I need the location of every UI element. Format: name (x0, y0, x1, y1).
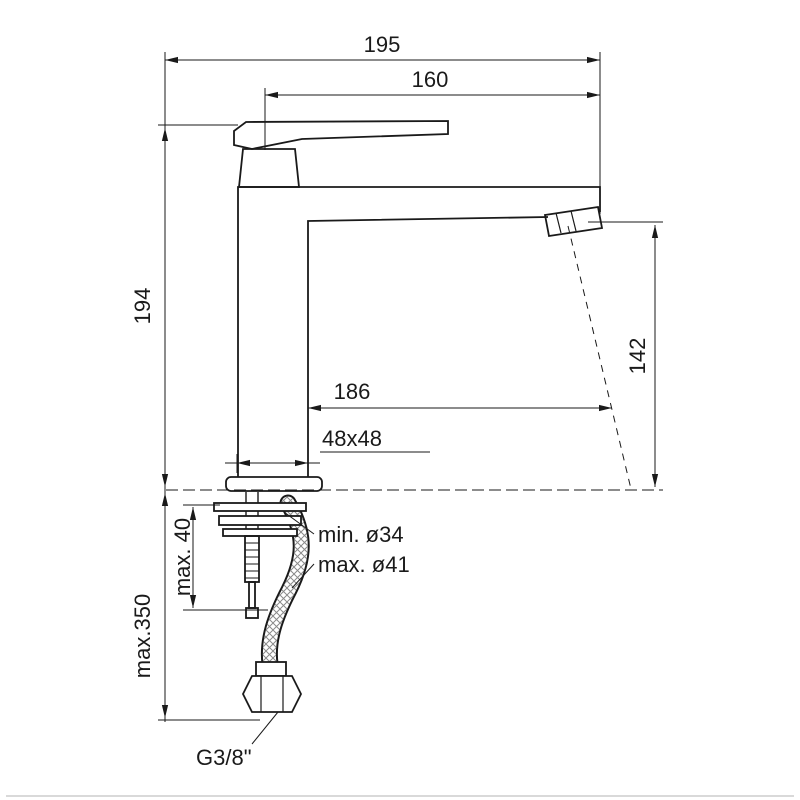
dim-label-min-dia: min. ø34 (318, 522, 404, 547)
handle-lever (233, 120, 449, 188)
stud-rod (248, 581, 256, 609)
spout-projection-line (567, 225, 632, 490)
leader-max-dia (291, 563, 315, 589)
dim-label-max350: max.350 (130, 594, 155, 678)
hose-nut (241, 661, 303, 713)
leader-thread (251, 711, 279, 745)
dim-label-max-dia: max. ø41 (318, 552, 410, 577)
stud-nut (245, 607, 259, 619)
faucet-object (213, 120, 604, 713)
dim-label-142: 142 (625, 338, 650, 375)
washer (222, 528, 298, 537)
leader-min-dia (283, 511, 315, 535)
faucet-body (237, 186, 601, 477)
dimension-labels: 195 160 194 142 186 48x48 min. ø34 max. … (130, 32, 650, 770)
extension-lines (158, 52, 663, 722)
dim-label-max40: max. 40 (170, 518, 195, 596)
dimension-lines (158, 52, 663, 745)
mounting-hardware (213, 492, 307, 619)
braided-hose (260, 494, 310, 673)
dim-label-195: 195 (364, 32, 401, 57)
dim-label-186: 186 (334, 379, 371, 404)
dim-label-thread: G3/8" (196, 745, 252, 770)
washer (213, 502, 307, 512)
dim-label-194: 194 (130, 288, 155, 325)
hose-connector (255, 661, 287, 677)
dim-label-48x48: 48x48 (322, 426, 382, 451)
washer (218, 515, 302, 526)
spout-outlet (543, 205, 604, 238)
handle-base (238, 148, 300, 188)
dim-label-160: 160 (412, 67, 449, 92)
base-flange (225, 476, 323, 492)
hex-nut (241, 675, 303, 713)
